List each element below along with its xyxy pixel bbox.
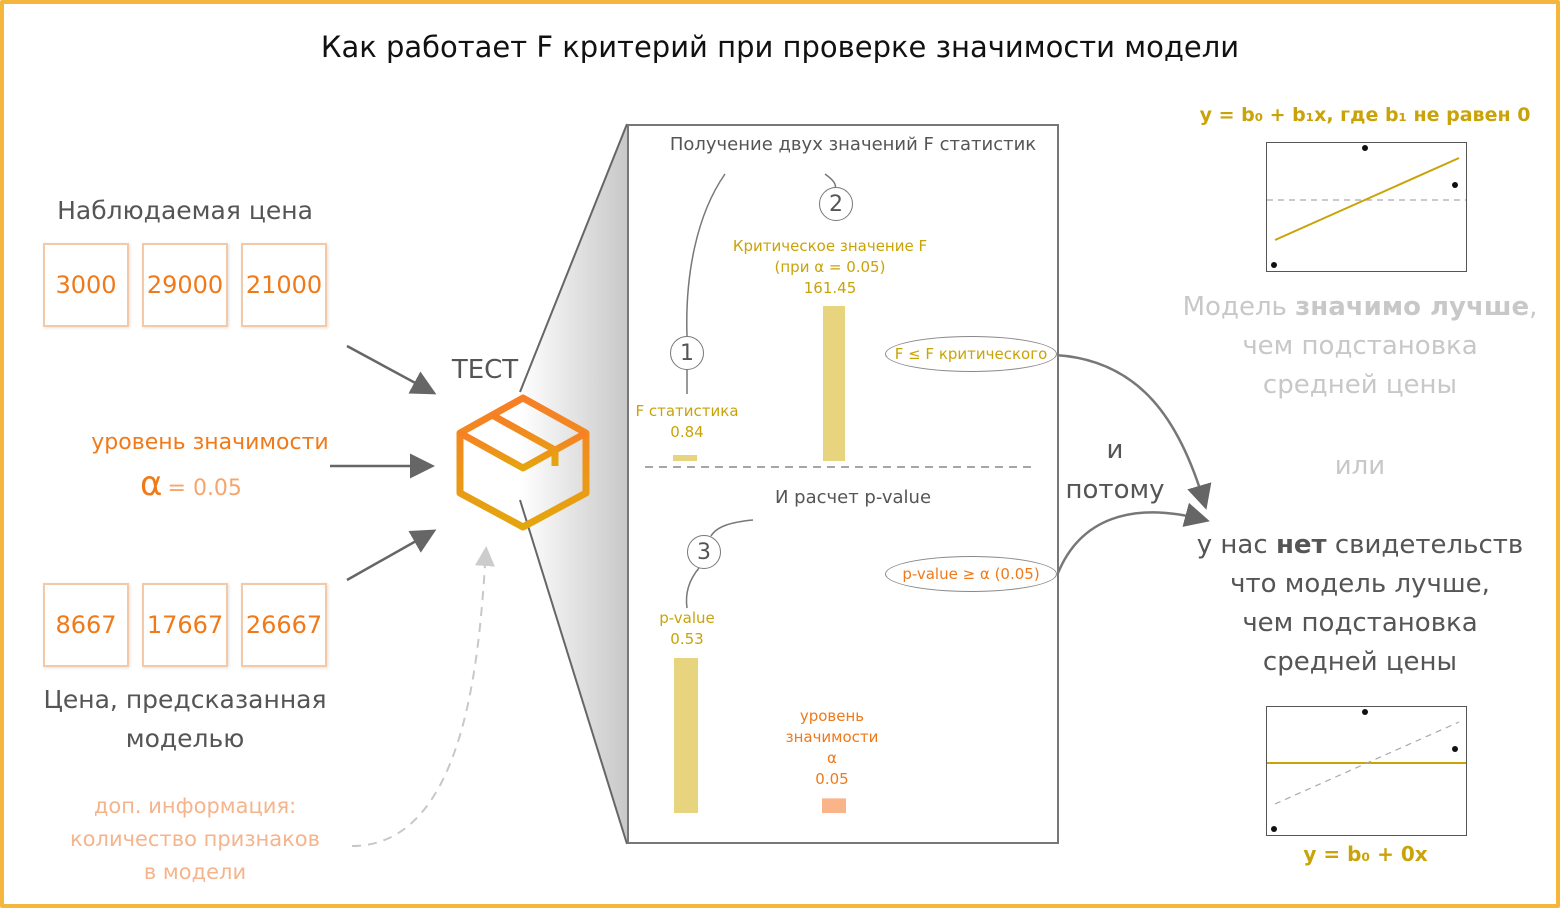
test-panel (627, 124, 1059, 844)
observed-value-box: 21000 (241, 243, 327, 327)
funnel-shape (520, 124, 627, 844)
pvalue-bar (674, 658, 698, 813)
pvalue-label: p-value 0.53 (659, 609, 715, 648)
plot-null-svg (1267, 709, 1466, 832)
predicted-value-box: 17667 (142, 583, 228, 667)
extra-info-label: доп. информация: количество признаков в … (70, 794, 320, 884)
plot-null-model (1266, 706, 1467, 836)
arrow-observed (346, 344, 437, 395)
pvalue-caption: И расчет p-value (774, 487, 932, 508)
step-2-marker: 2 (819, 187, 853, 221)
plot-significant-svg (1267, 145, 1466, 268)
significant-conclusion: Модель значимо лучше, чем подстановка ср… (1182, 292, 1538, 400)
alpha-value: = 0.05 (167, 476, 242, 501)
arrow-p-result (1056, 502, 1210, 574)
observed-value-box: 29000 (142, 243, 228, 327)
alpha-symbol: α (140, 464, 163, 504)
alpha-line: α = 0.05 (140, 464, 290, 504)
alpha-bar (822, 798, 846, 813)
f-critical-bar (823, 306, 845, 461)
panel-lines (645, 173, 1033, 813)
no-evidence-conclusion: у нас нет свидетельств что модель лучше,… (1196, 530, 1524, 677)
plot-significant-model (1266, 142, 1467, 272)
bars-group (673, 306, 846, 813)
box-icon (456, 394, 590, 531)
page-title: Как работает F критерий при проверке зна… (320, 30, 1240, 64)
f-critical-label: Критическое значение F (при α = 0.05) 16… (732, 237, 928, 297)
arrow-predicted (346, 529, 437, 582)
observed-value-box: 3000 (43, 243, 129, 327)
arrow-f-result (1054, 353, 1212, 510)
f-statistic-label: F статистика 0.84 (635, 402, 739, 441)
f-statistic-bar (673, 455, 697, 461)
predicted-price-label: Цена, предсказанная моделью (43, 685, 327, 753)
f-stats-caption: Получение двух значений F статистик (669, 134, 1037, 155)
formula-bottom: y = b₀ + 0x (1303, 842, 1428, 866)
arrow-extra-info (351, 546, 495, 847)
step-1-marker: 1 (670, 336, 704, 370)
pvalue-comparison-oval: p-value ≥ α (0.05) (885, 556, 1057, 592)
formula-top: y = b₀ + b₁x, где b₁ не равен 0 (1199, 104, 1531, 126)
predicted-value-box: 8667 (43, 583, 129, 667)
or-label: или (1334, 451, 1386, 481)
significance-level-label: уровень значимости (91, 430, 329, 455)
f-comparison-oval: F ≤ F критического (885, 336, 1057, 372)
test-label: ТЕСТ (451, 355, 519, 385)
observed-price-label: Наблюдаемая цена (57, 196, 313, 225)
predicted-value-box: 26667 (241, 583, 327, 667)
because-label: и потому (1065, 435, 1165, 505)
alpha-bar-label: уровень значимости α 0.05 (785, 707, 879, 788)
step-3-marker: 3 (687, 535, 721, 569)
